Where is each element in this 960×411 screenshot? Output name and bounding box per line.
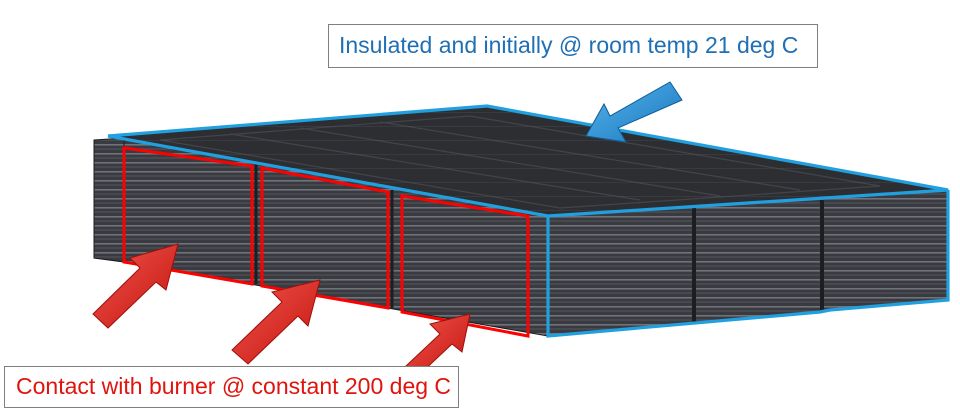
- insulated-callout-text: Insulated and initially @ room temp 21 d…: [339, 32, 799, 58]
- right-face-gaps: [692, 200, 824, 324]
- red-arrow-icon-1: [92, 243, 179, 329]
- red-arrows: [92, 243, 471, 377]
- burner-callout: Contact with burner @ constant 200 deg C: [4, 366, 459, 408]
- top-surface-details: [159, 115, 881, 209]
- left-back-slab: [93, 137, 125, 263]
- red-arrow-icon-2: [231, 279, 321, 365]
- burner-contact-outlines: [122, 146, 530, 338]
- burner-callout-text: Contact with burner @ constant 200 deg C: [16, 373, 452, 399]
- insulated-outline-right: [546, 190, 950, 338]
- insulated-callout: Insulated and initially @ room temp 21 d…: [328, 24, 818, 68]
- blue-arrow-icon: [585, 81, 683, 143]
